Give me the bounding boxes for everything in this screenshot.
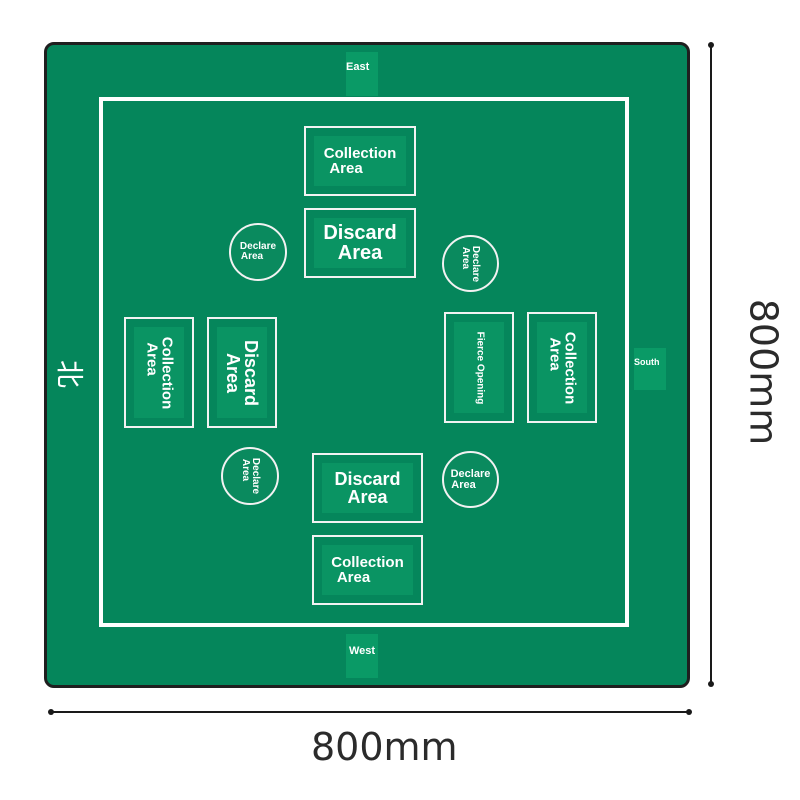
declare-label-line1: Declare [470, 245, 482, 282]
discard-area-west: Discard Area [312, 453, 423, 523]
collection-area-west: Collection Area [312, 535, 423, 605]
zone-label-line1: Collection [331, 554, 404, 571]
fierce-opening-label: Fierce Opening [474, 331, 486, 404]
zone-label-line1: Discard [334, 469, 401, 489]
declare-area-northeast: Declare Area [229, 223, 287, 281]
collection-area-north: Collection Area [124, 317, 194, 428]
declare-label-line1: Declare [450, 467, 491, 480]
declare-area-southeast: Declare Area [442, 235, 499, 292]
zone-label-line1: Collection [323, 145, 397, 162]
zone-label-line2: Area [336, 569, 371, 586]
declare-area-northwest: Declare Area [221, 447, 279, 505]
declare-label-line2: Area [240, 251, 264, 262]
declare-label-line2: Area [460, 246, 472, 269]
fierce-opening-area: Fierce Opening [444, 312, 514, 423]
width-dimension-end-right [686, 709, 692, 715]
east-marker-bg [346, 52, 378, 96]
declare-label-line2: Area [239, 458, 251, 482]
height-dimension-line [710, 45, 712, 685]
north-label: 北 [54, 359, 86, 389]
south-marker-bg [634, 348, 666, 390]
height-dimension-end-bottom [708, 681, 714, 687]
east-label: East [346, 61, 370, 73]
west-label: West [349, 645, 376, 657]
discard-area-north: Discard Area [207, 317, 277, 428]
height-dimension-label: 800mm [741, 298, 786, 446]
collection-area-east: Collection Area [304, 126, 416, 196]
width-dimension-label: 800mm [311, 725, 458, 769]
west-marker-bg [346, 634, 378, 678]
zone-label-line1: Discard [323, 222, 397, 244]
height-dimension-end-top [708, 42, 714, 48]
play-area-border [99, 97, 629, 627]
width-dimension-line [50, 711, 690, 713]
zone-label-line2: Area [337, 242, 383, 264]
zone-label-line1: Collection [158, 336, 176, 409]
declare-label-line1: Declare [239, 241, 277, 252]
declare-area-southwest: Declare Area [442, 451, 499, 508]
zone-label-line2: Area [143, 341, 161, 376]
zone-label-line2: Area [347, 487, 388, 507]
zone-label-line2: Area [223, 352, 244, 393]
declare-label-line1: Declare [249, 457, 261, 495]
zone-label-line1: Collection [561, 331, 579, 404]
collection-area-south: Collection Area [527, 312, 597, 423]
zone-label-line2: Area [546, 336, 564, 371]
width-dimension-end-left [48, 709, 54, 715]
south-label: South [634, 357, 660, 367]
zone-label-line1: Discard [241, 339, 262, 406]
zone-label-line2: Area [329, 160, 363, 177]
discard-area-east: Discard Area [304, 208, 416, 278]
declare-label-line2: Area [451, 478, 476, 491]
